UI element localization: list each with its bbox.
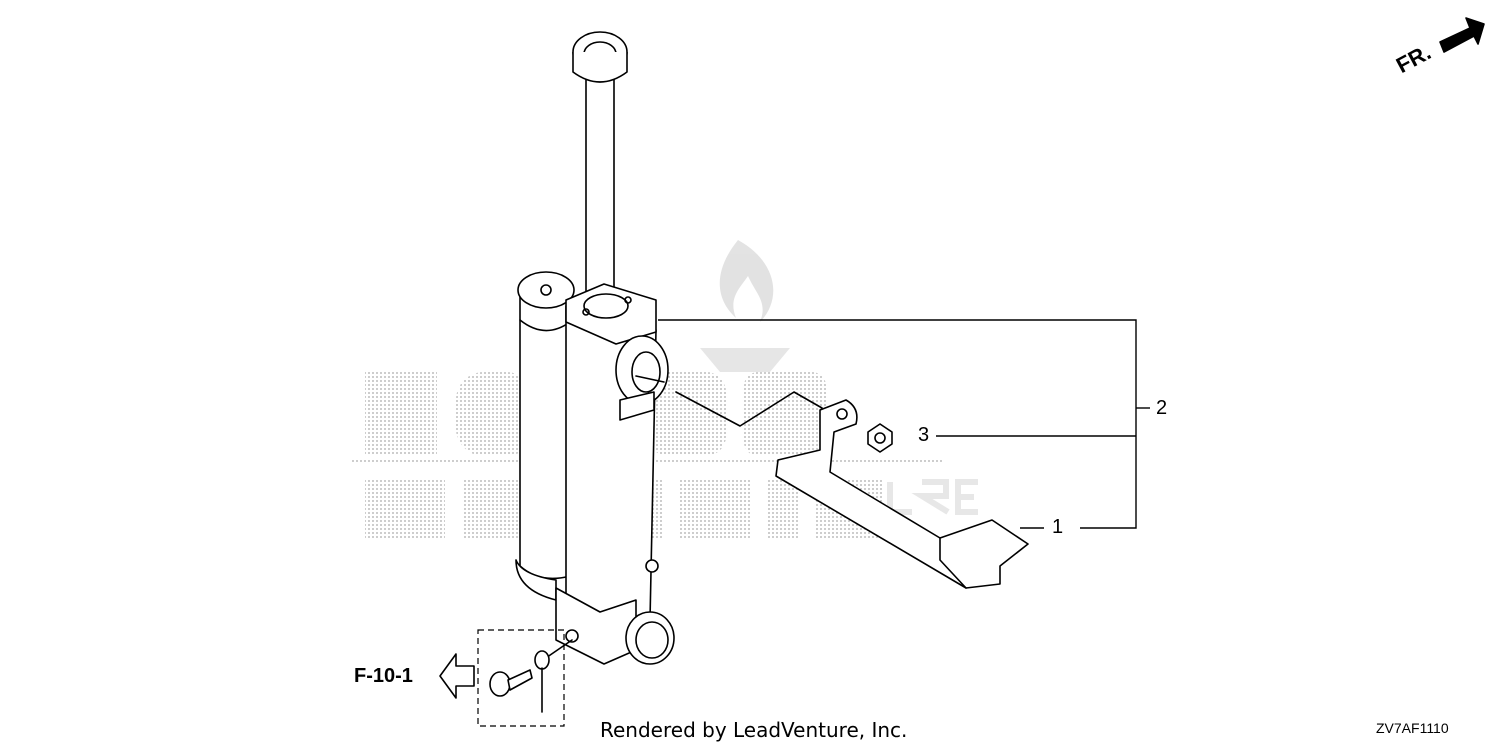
flange-nut (867, 423, 893, 453)
footer-credit: Rendered by LeadVenture, Inc. (600, 718, 908, 742)
callout-part-2: 2 (1156, 397, 1168, 419)
callout-part-1: 1 (1052, 516, 1064, 538)
callout-part-3: 3 (918, 424, 930, 446)
callout-leaders (658, 319, 1150, 529)
muffler-assembly (515, 31, 675, 665)
front-arrow-icon (1439, 17, 1485, 53)
alignment-line (675, 391, 823, 427)
reference-arrow-icon (439, 653, 475, 699)
ground-bolt-assembly (477, 629, 573, 727)
reference-label[interactable]: F-10-1 (354, 665, 413, 687)
stay-bracket (775, 399, 1029, 589)
diagram-code: ZV7AF1110 (1376, 720, 1449, 736)
